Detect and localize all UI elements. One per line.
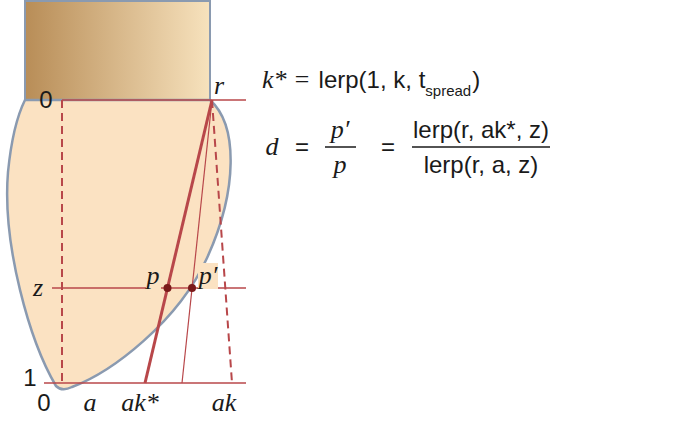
axis-dashed	[61, 100, 63, 383]
point-label: p	[146, 263, 161, 289]
a-line	[145, 100, 212, 383]
variable-label: z	[33, 275, 43, 301]
formula-part: lerp(1, k, t	[319, 68, 426, 92]
point-p-prime	[188, 284, 196, 292]
ak-dashed	[212, 100, 232, 383]
fraction-bar	[325, 146, 356, 148]
point-label: p′	[198, 263, 219, 289]
variable-label: r	[214, 73, 224, 99]
formula-part: p	[334, 152, 347, 178]
axis-value: 0	[37, 391, 50, 415]
axis-value: 0	[39, 88, 52, 112]
formula-part: d	[266, 134, 279, 160]
formula-part: =	[295, 135, 309, 159]
construction-lines	[44, 100, 550, 383]
variable-label: ak	[212, 390, 237, 416]
fraction-bar	[412, 146, 550, 148]
formula-part: =	[381, 135, 395, 159]
top-line	[62, 99, 246, 101]
formula-part: )	[472, 68, 480, 92]
point-p	[164, 284, 172, 292]
formula-subscript: spread	[425, 83, 471, 98]
bulb-outline	[7, 100, 230, 389]
formula-part: lerp(r, a, z)	[424, 153, 539, 177]
variable-label: a	[84, 390, 97, 416]
base-block	[25, 1, 210, 100]
variable-label: ak*	[121, 390, 159, 416]
formula-part: p′	[331, 117, 350, 143]
axis-value: 1	[23, 366, 36, 390]
ak-star-line	[182, 100, 212, 383]
formula-part: k* =	[262, 67, 311, 93]
formula-part: lerp(r, ak*, z)	[413, 118, 549, 142]
